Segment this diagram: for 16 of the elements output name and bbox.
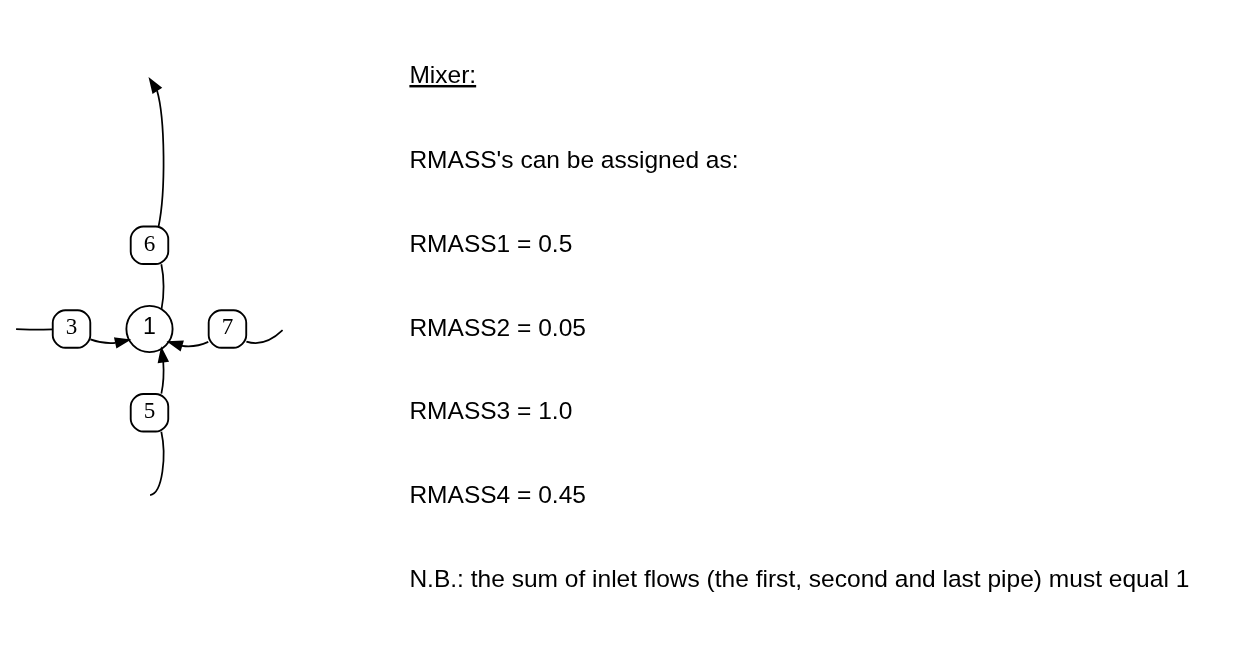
arrow — [166, 339, 210, 351]
label: RMASS's can be assigned as: — [409, 145, 739, 173]
label: RMASS4 = 0.45 — [409, 480, 586, 508]
connector — [160, 262, 165, 310]
node-circle: 1 — [125, 304, 174, 353]
label: RMASS2 = 0.05 — [409, 313, 586, 341]
label: RMASS3 = 1.0 — [409, 396, 573, 424]
connector — [245, 328, 284, 344]
arrow — [89, 336, 132, 349]
arrow — [148, 76, 165, 227]
connector — [149, 430, 165, 496]
label: RMASS1 = 0.5 — [409, 229, 573, 257]
label: N.B.: the sum of inlet flows (the first, second and last pipe) must equal 1 — [409, 564, 1190, 592]
label: Mixer: — [409, 60, 477, 88]
arrow — [157, 345, 170, 394]
connector — [15, 327, 54, 330]
